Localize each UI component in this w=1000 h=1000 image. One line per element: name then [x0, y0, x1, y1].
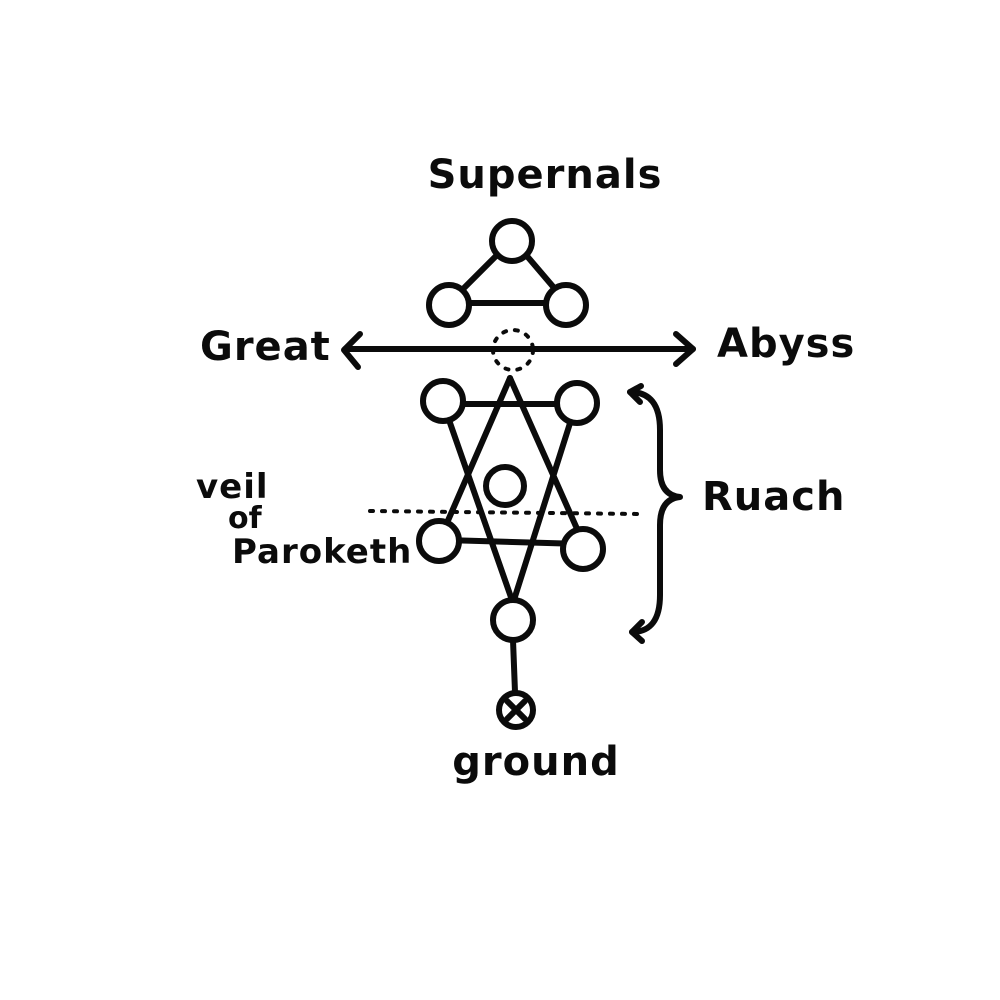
path-upper-left-to-yesod: [446, 417, 516, 606]
node-chokmah: [543, 282, 589, 328]
node-tiphareth: [483, 464, 527, 508]
ruach-label: Ruach: [702, 474, 845, 520]
abyss-arrowhead-right: [673, 331, 696, 367]
supernal-triangle: [426, 218, 589, 328]
node-geburah: [420, 378, 466, 424]
path-lower-horizontal: [442, 537, 585, 547]
ground-symbol: [496, 690, 536, 730]
path-apex-to-lower-right: [507, 375, 585, 543]
node-kether: [489, 218, 535, 264]
abyss-label: Abyss: [717, 321, 855, 367]
abyss-arrow: [341, 328, 696, 372]
ruach-hexagram: [416, 375, 606, 643]
veil-label-line3: Paroketh: [232, 532, 412, 572]
path-yesod-to-ground: [510, 637, 518, 695]
supernals-label: Supernals: [428, 152, 663, 198]
abyss-arrowhead-left: [341, 331, 363, 370]
ground-cross-b: [504, 698, 528, 722]
great-label: Great: [200, 324, 331, 370]
node-netzach: [560, 526, 606, 572]
node-chesed: [554, 380, 600, 426]
veil-label-line1: veil: [196, 467, 269, 507]
brace-arrowhead-top: [627, 383, 644, 405]
ruach-brace: [627, 389, 683, 635]
ground-label: ground: [452, 739, 619, 785]
brace-arrowhead-bottom: [629, 619, 645, 644]
node-binah: [426, 282, 472, 328]
node-hod: [416, 518, 462, 564]
path-apex-to-lower-left: [440, 375, 513, 535]
veil-label-line2: of: [228, 501, 263, 536]
veil-dotted-line: [368, 509, 642, 516]
node-daath-dotted: [491, 328, 535, 372]
path-upper-right-to-yesod: [510, 417, 574, 606]
node-yesod: [490, 597, 536, 643]
